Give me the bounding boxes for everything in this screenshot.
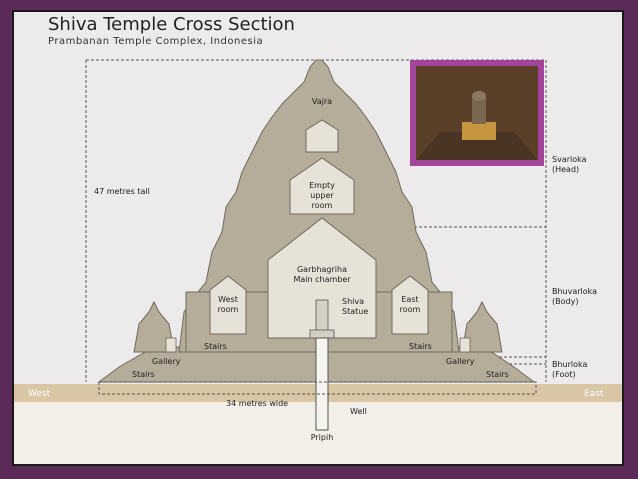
diagram-subtitle: Prambanan Temple Complex, Indonesia [48,36,264,47]
label-bhuvarloka-1: Bhuvarloka [552,287,597,296]
top-small-room [305,119,339,153]
label-statue-1: Shiva [342,297,364,306]
label-statue-2: Statue [342,307,368,316]
width-guide [98,381,537,395]
well-shaft [315,337,329,431]
main-chamber [267,217,377,339]
label-svarloka-1: Svarloka [552,155,587,164]
label-east: East [584,389,604,399]
label-west-room-1: West [218,295,238,304]
diagram-panel: Shiva Temple Cross Section Prambanan Tem… [12,10,624,466]
photo-floor [416,132,538,160]
empty-upper-room [289,157,355,215]
label-pripih: Pripih [311,433,334,442]
west-room [209,275,247,335]
label-bhurloka-2: (Foot) [552,370,575,379]
east-niche [459,337,471,353]
label-svarloka-2: (Head) [552,165,579,174]
label-east-room-1: East [401,295,418,304]
label-empty-1: Empty [309,181,335,190]
label-bhuvarloka-2: (Body) [552,297,578,306]
label-height: 47 metres tall [94,187,150,196]
photo-lingam-top [472,91,486,101]
east-small-tower [461,300,503,353]
inset-photo [410,60,544,166]
west-niche [165,337,177,353]
label-vajra: Vajra [312,97,332,106]
label-gallery-west: Gallery [152,357,181,366]
label-east-room-2: room [400,305,421,314]
label-stairs-east-lower: Stairs [486,370,509,379]
label-garbhagriha-1: Garbhagriha [297,265,347,274]
diagram-title: Shiva Temple Cross Section [48,14,295,35]
label-west-room-2: room [218,305,239,314]
label-width: 34 metres wide [226,399,288,408]
label-gallery-east: Gallery [446,357,475,366]
label-stairs-west-lower: Stairs [132,370,155,379]
label-empty-3: room [312,201,333,210]
temple-cross-section: Vajra Empty upper room Garbhagriha Main … [14,59,622,464]
label-well: Well [350,407,367,416]
label-bhurloka-1: Bhurloka [552,360,588,369]
label-stairs-west-upper: Stairs [204,342,227,351]
east-room [391,275,429,335]
photo-yoni-base [462,122,496,140]
photo-lingam [472,96,486,124]
label-west: West [28,389,51,399]
label-garbhagriha-2: Main chamber [293,275,351,284]
shiva-statue [315,299,329,333]
label-empty-2: upper [310,191,334,200]
statue-pedestal [309,329,335,339]
label-stairs-east-upper: Stairs [409,342,432,351]
